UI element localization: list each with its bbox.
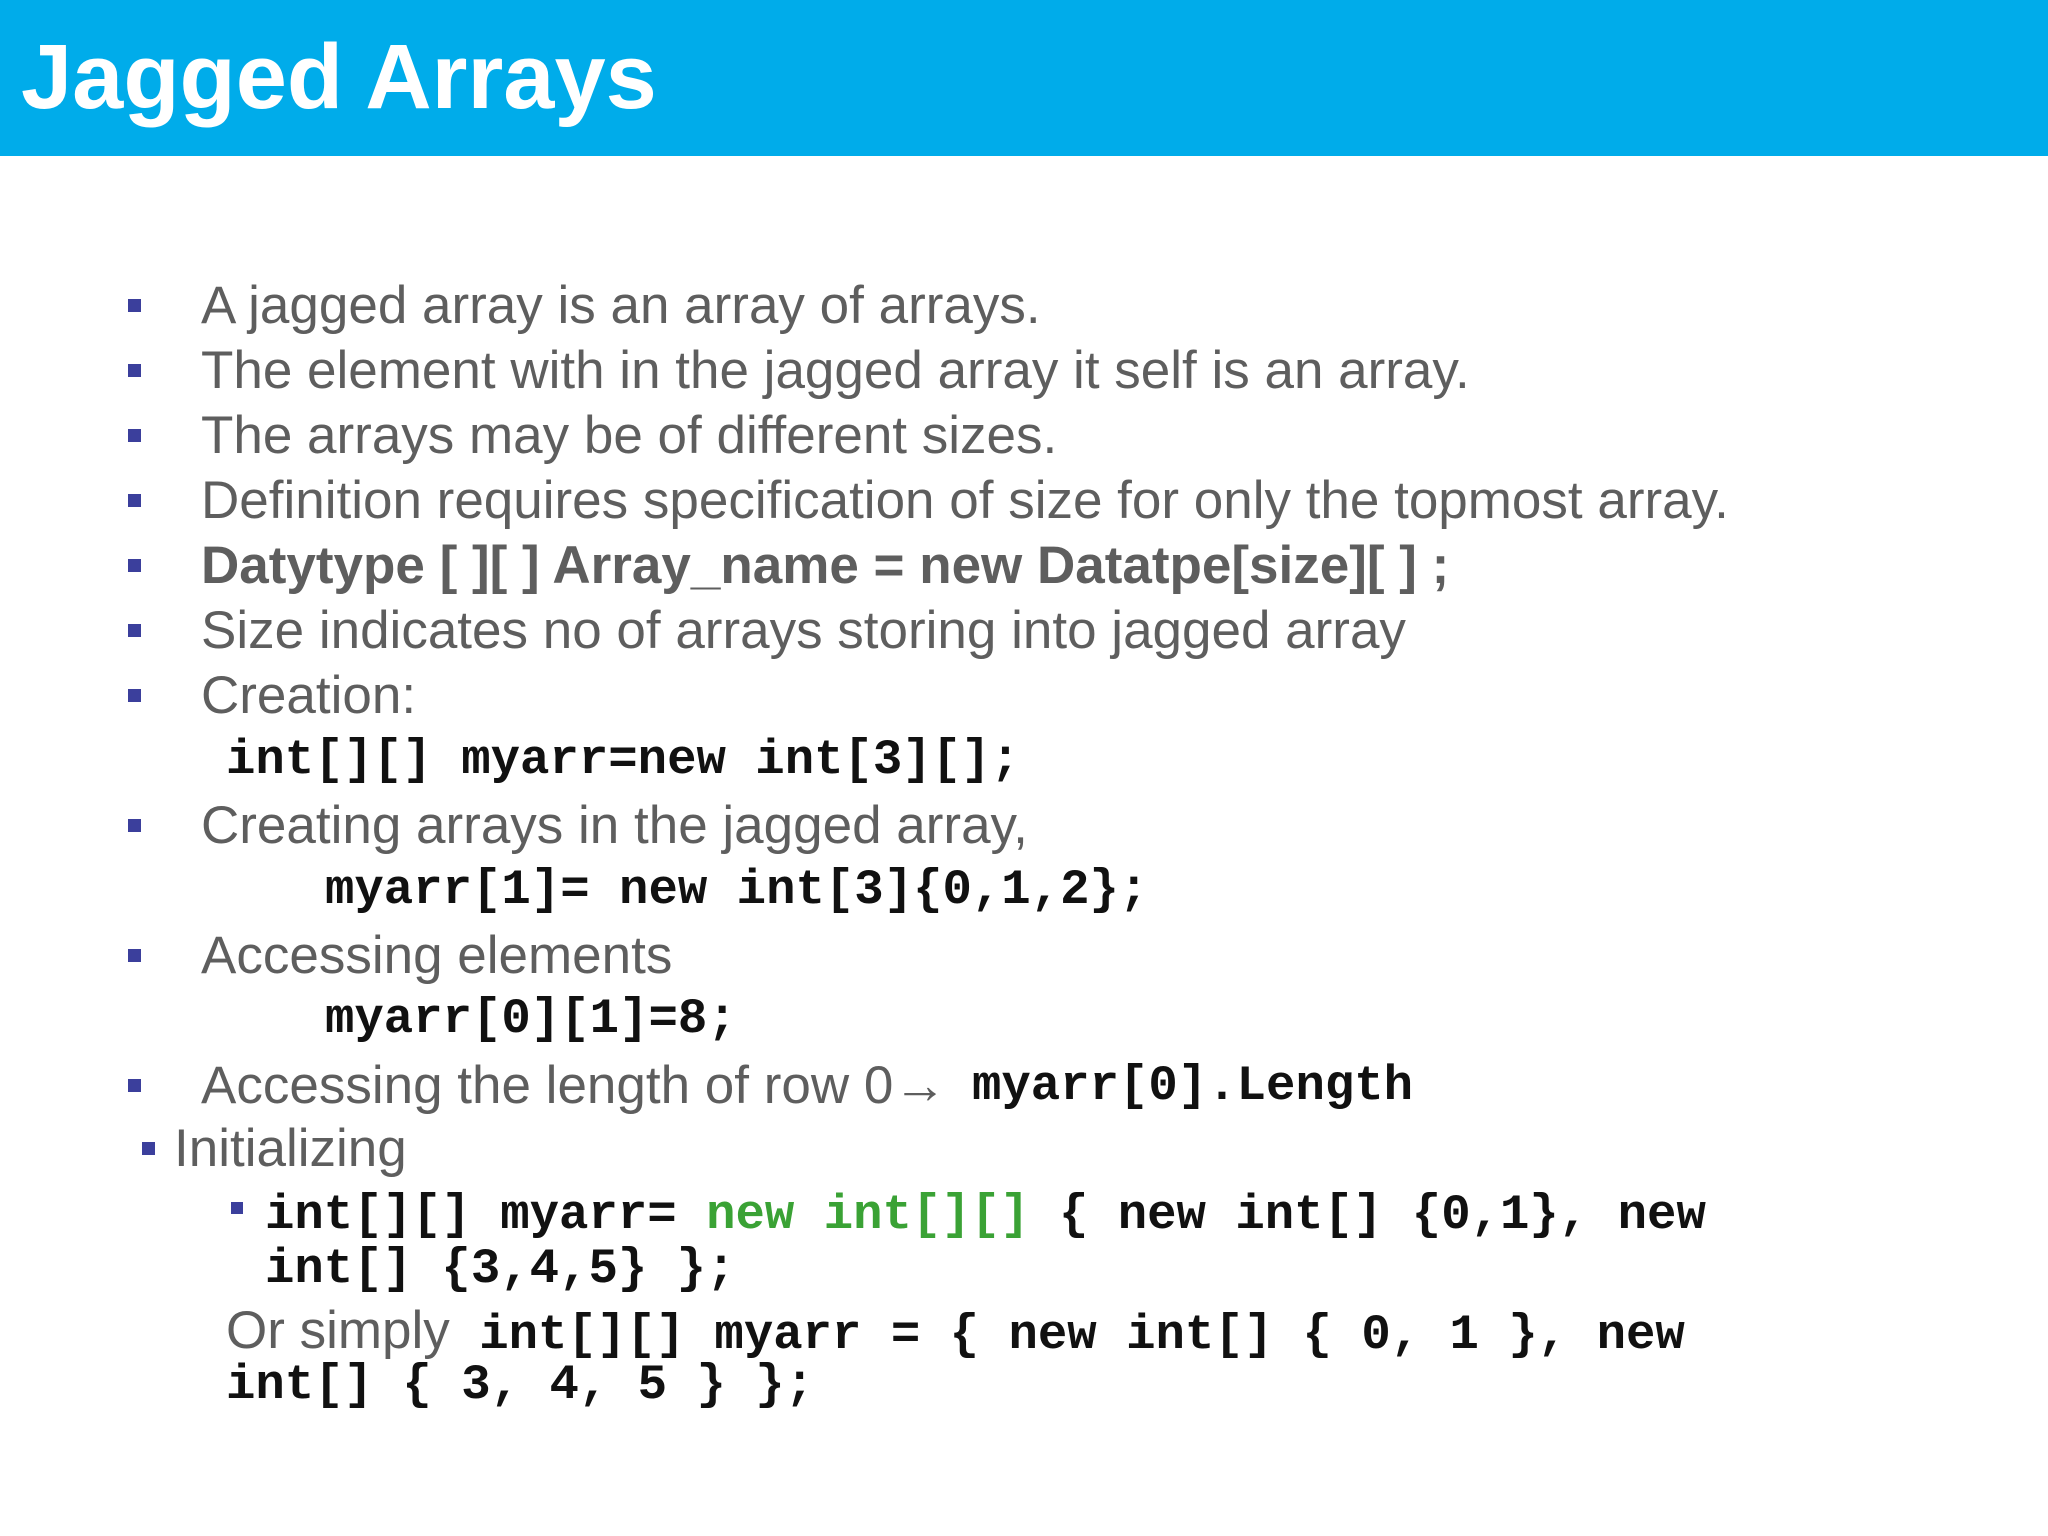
init-code-line2: int[] {3,4,5} }; bbox=[265, 1241, 736, 1297]
bullet-text: Creating arrays in the jagged array, bbox=[201, 796, 1028, 855]
init-code-rest: { new int[] {0,1}, new bbox=[1058, 1187, 1706, 1243]
bullet-text: Accessing the length of row 0→ bbox=[201, 1056, 947, 1115]
bullet-square-icon bbox=[128, 689, 141, 702]
init-code-line1: int[][] myarr= new int[][] { new int[] {… bbox=[265, 1186, 1706, 1244]
creation-code: int[][] myarr=new int[3][]; bbox=[226, 732, 1020, 788]
bullet-item: Accessing the length of row 0→ myarr[0].… bbox=[0, 1055, 2048, 1117]
bullet-item: Accessing elements bbox=[0, 925, 2048, 987]
bullet-item: Initializing bbox=[0, 1118, 2048, 1180]
bullet-text: Accessing elements bbox=[201, 926, 673, 985]
bullet-item: Definition requires specification of siz… bbox=[0, 470, 2048, 532]
bullet-text: A jagged array is an array of arrays. bbox=[201, 276, 1041, 335]
bullet-square-icon bbox=[128, 364, 141, 377]
bullet-text: Size indicates no of arrays storing into… bbox=[201, 601, 1406, 660]
or-simply-line2: int[] { 3, 4, 5 } }; bbox=[226, 1357, 815, 1413]
bullet-text: The element with in the jagged array it … bbox=[201, 341, 1470, 400]
bullet-text: The arrays may be of different sizes. bbox=[201, 406, 1058, 465]
bullet-item: A jagged array is an array of arrays. bbox=[0, 275, 2048, 337]
bullet-item: The element with in the jagged array it … bbox=[0, 340, 2048, 402]
bullet-text: Initializing bbox=[174, 1119, 407, 1178]
bullet-square-icon bbox=[128, 429, 141, 442]
bullet-square-icon bbox=[128, 1079, 141, 1092]
or-simply-label: Or simply bbox=[226, 1301, 450, 1360]
bullet-item: Datytype [ ][ ] Array_name = new Datatpe… bbox=[0, 535, 2048, 597]
bullet-square-icon bbox=[128, 949, 141, 962]
bullet-item: The arrays may be of different sizes. bbox=[0, 405, 2048, 467]
creating-arrays-code: myarr[1]= new int[3]{0,1,2}; bbox=[325, 862, 1149, 918]
init-code-keyword: new int[][] bbox=[706, 1187, 1030, 1243]
bullet-item: Size indicates no of arrays storing into… bbox=[0, 600, 2048, 662]
length-code: myarr[0].Length bbox=[972, 1058, 1414, 1114]
bullet-item: Creating arrays in the jagged array, bbox=[0, 795, 2048, 857]
bullet-text: Creation: bbox=[201, 666, 417, 725]
bullet-square-icon bbox=[128, 299, 141, 312]
bullet-square-icon bbox=[128, 624, 141, 637]
bullet-square-icon bbox=[142, 1142, 155, 1155]
bullet-square-icon bbox=[128, 559, 141, 572]
slide-title: Jagged Arrays bbox=[21, 26, 657, 128]
title-bar: Jagged Arrays bbox=[0, 0, 2048, 156]
or-simply-line1: Or simply int[][] myarr = { new int[] { … bbox=[226, 1302, 1685, 1364]
bullet-item: Creation: bbox=[0, 665, 2048, 727]
init-code-declaration: int[][] myarr= bbox=[265, 1187, 677, 1243]
bullet-text: Definition requires specification of siz… bbox=[201, 471, 1729, 530]
bullet-square-icon bbox=[128, 819, 141, 832]
accessing-code: myarr[0][1]=8; bbox=[325, 991, 737, 1047]
bullet-square-icon bbox=[128, 494, 141, 507]
syntax-text: Datytype [ ][ ] Array_name = new Datatpe… bbox=[201, 536, 1450, 595]
or-simply-code: int[][] myarr = { new int[] { 0, 1 }, ne… bbox=[479, 1307, 1685, 1363]
sub-bullet-square-icon bbox=[231, 1202, 243, 1214]
